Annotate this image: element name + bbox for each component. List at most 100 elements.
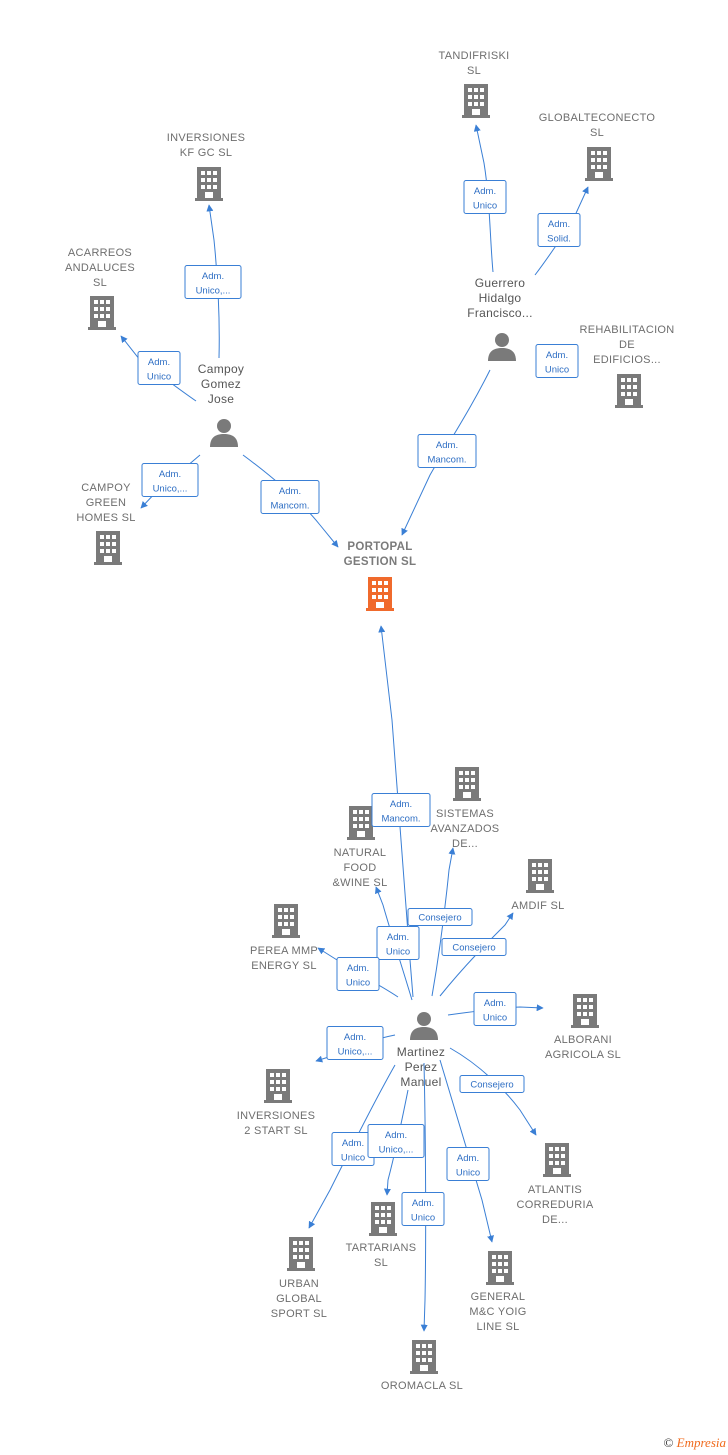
node-label: REHABILITACION <box>579 324 674 336</box>
edge-label-e2[interactable]: Adm.Solid. <box>537 213 581 247</box>
node-label: GLOBALTECONECTO <box>539 112 656 124</box>
main-company-building-icon <box>366 577 394 611</box>
company-building-icon <box>486 1251 514 1285</box>
node-amdif[interactable]: AMDIF SL <box>511 859 564 912</box>
company-building-icon <box>369 1202 397 1236</box>
company-building-icon <box>543 1143 571 1177</box>
edge-label-text: Adm. <box>159 469 181 480</box>
edge-label-text: Unico,... <box>338 1047 373 1058</box>
edge-label-text: Mancom. <box>270 501 309 512</box>
company-building-icon <box>615 374 643 408</box>
node-label: Manuel <box>400 1075 441 1089</box>
company-building-icon <box>272 904 300 938</box>
node-label: TANDIFRISKI <box>439 50 510 62</box>
edge-label-e1[interactable]: Adm.Unico <box>463 180 507 214</box>
company-building-icon <box>571 994 599 1028</box>
edge-label-e20[interactable]: Adm.Unico <box>401 1192 445 1226</box>
edge-label-text: Adm. <box>548 219 570 230</box>
node-label: SPORT SL <box>271 1308 327 1320</box>
node-oromacla[interactable]: OROMACLA SL <box>381 1340 463 1392</box>
node-label: CAMPOY <box>81 482 131 494</box>
edge-label-e13[interactable]: Adm.Unico <box>336 957 380 991</box>
edge-label-e12[interactable]: Consejero <box>441 938 507 956</box>
edge-martinez-to-urban <box>308 1064 396 1229</box>
node-label: EDIFICIOS... <box>593 354 661 366</box>
edge-label-e8[interactable]: Adm.Mancom. <box>260 480 320 514</box>
node-rehabilitacion[interactable]: REHABILITACION DE EDIFICIOS... <box>579 324 674 408</box>
edge-label-e4[interactable]: Adm.Mancom. <box>417 434 477 468</box>
edge-label-e17[interactable]: Adm.Unico <box>331 1132 375 1166</box>
edge-label-box <box>367 1124 425 1158</box>
edge-label-e19[interactable]: Adm. Unico <box>446 1147 490 1181</box>
footer-brand[interactable]: © Empresia <box>664 1435 727 1451</box>
node-label: INVERSIONES <box>237 1110 316 1122</box>
edge-label-text: Consejero <box>452 943 495 954</box>
node-label: DE <box>619 339 635 351</box>
node-label: Campoy <box>198 362 244 376</box>
node-label: KF GC SL <box>180 147 233 159</box>
edge-label-text: Unico <box>346 978 370 989</box>
company-building-icon <box>410 1340 438 1374</box>
node-alborani[interactable]: ALBORANI AGRICOLA SL <box>545 994 621 1061</box>
edge-label-text: Mancom. <box>381 814 420 825</box>
edge-label-e7[interactable]: Adm.Unico,... <box>141 463 199 497</box>
edge-label-text: Unico <box>386 947 410 958</box>
edge-label-box <box>463 180 507 214</box>
edge-label-box <box>407 908 473 926</box>
node-label: PORTOPAL <box>347 541 412 553</box>
edge-label-text: Adm. <box>387 932 409 943</box>
node-label: INVERSIONES <box>167 132 246 144</box>
edge-label-box <box>401 1192 445 1226</box>
edge-label-e3[interactable]: Adm.Unico <box>535 344 579 378</box>
edge-label-e9[interactable]: Adm.Mancom. <box>371 793 431 827</box>
edge-label-text: Unico,... <box>196 286 231 297</box>
node-guerrero[interactable]: GuerreroHidalgoFrancisco... <box>467 276 533 361</box>
edge-label-text: Adm. <box>385 1130 407 1141</box>
company-building-icon <box>264 1069 292 1103</box>
copyright-symbol: © <box>663 1435 674 1450</box>
node-label: SISTEMAS <box>436 808 494 820</box>
edge-label-text: Adm. <box>202 271 224 282</box>
node-label: Martinez <box>397 1045 445 1059</box>
edge-label-text: Adm. <box>148 357 170 368</box>
edge-label-text: Unico <box>411 1213 435 1224</box>
node-label: AGRICOLA SL <box>545 1049 621 1061</box>
edge-label-e15[interactable]: Adm.Unico,... <box>326 1026 384 1060</box>
edge-label-e11[interactable]: Adm. Unico <box>376 926 420 960</box>
node-atlantis[interactable]: ATLANTISCORREDURIADE... <box>517 1143 594 1226</box>
node-label: Gomez <box>201 377 241 391</box>
edge-label-e14[interactable]: Adm.Unico <box>473 992 517 1026</box>
node-sistemas[interactable]: SISTEMASAVANZADOSDE... <box>431 767 500 850</box>
edge-label-text: Adm. <box>457 1153 479 1164</box>
edge-label-text: Consejero <box>470 1080 513 1091</box>
edge-label-e18[interactable]: Adm.Unico,... <box>367 1124 425 1158</box>
node-label: Jose <box>208 392 235 406</box>
node-label: ALBORANI <box>554 1034 612 1046</box>
edge-label-text: Adm. <box>484 998 506 1009</box>
person-icon <box>488 333 516 361</box>
node-inversiones_kf[interactable]: INVERSIONES KF GC SL <box>167 132 246 201</box>
edge-label-e6[interactable]: Adm.Unico <box>137 351 181 385</box>
edge-label-text: Adm. <box>546 350 568 361</box>
node-label: TARTARIANS <box>346 1242 417 1254</box>
node-label: PEREA MMP <box>250 945 318 957</box>
edge-label-e5[interactable]: Adm. Unico,... <box>184 265 242 299</box>
edge-label-e10[interactable]: Consejero <box>407 908 473 926</box>
node-label: ATLANTIS <box>528 1184 582 1196</box>
edge-label-box <box>326 1026 384 1060</box>
edge-label-text: Unico <box>456 1168 480 1179</box>
edge-label-e16[interactable]: Consejero <box>459 1075 525 1093</box>
